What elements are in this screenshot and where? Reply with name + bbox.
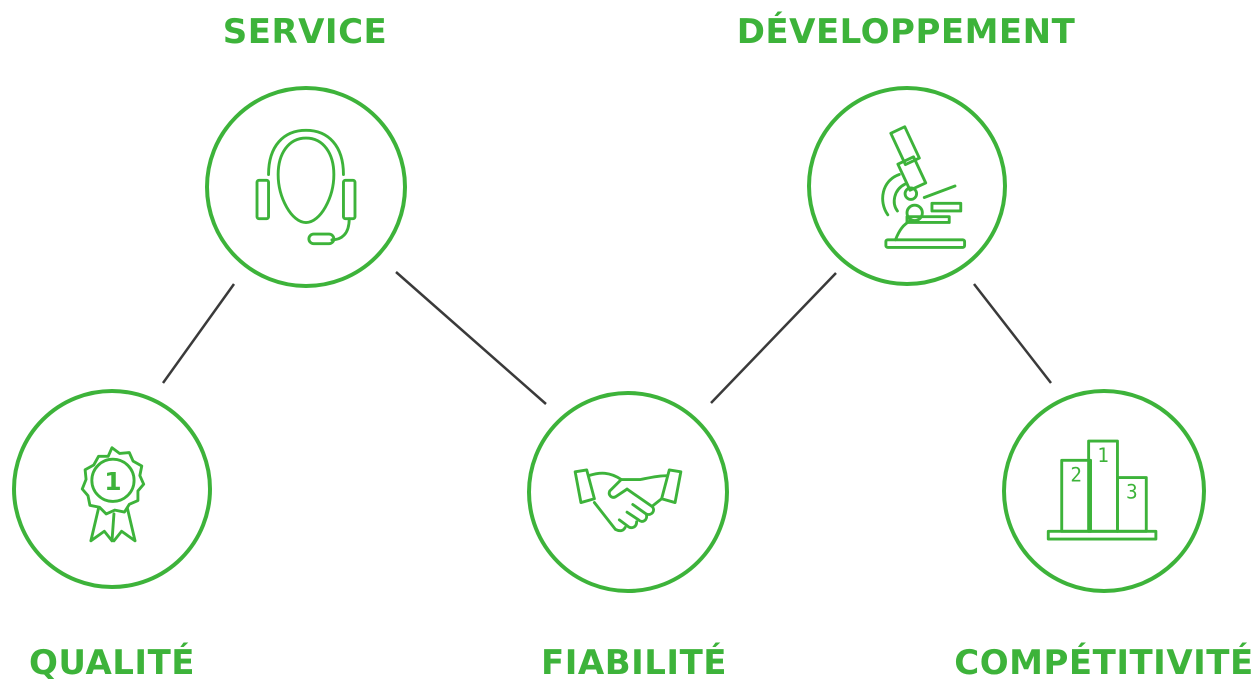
- label-service: SERVICE: [222, 12, 388, 52]
- node-competitivite: 1 2 3: [1002, 389, 1206, 593]
- node-fiabilite: [527, 391, 729, 593]
- medal-ribbon-icon: 1: [80, 446, 146, 543]
- connector-qualite-service: [161, 283, 236, 384]
- connector-developpement-competitivite: [973, 283, 1052, 384]
- podium-third: 3: [1126, 481, 1138, 504]
- podium-second: 2: [1070, 463, 1082, 486]
- podium-first: 1: [1097, 444, 1109, 467]
- label-developpement: DÉVELOPPEMENT: [736, 12, 1076, 52]
- node-developpement: [807, 86, 1007, 286]
- label-qualite: QUALITÉ: [28, 643, 196, 683]
- handshake-icon: [573, 468, 683, 533]
- podium-icon: 1 2 3: [1046, 439, 1158, 541]
- microscope-icon: [881, 125, 967, 249]
- node-service: [205, 86, 407, 288]
- connector-service-fiabilite: [395, 271, 547, 405]
- node-qualite: 1: [12, 389, 212, 589]
- label-fiabilite: FIABILITÉ: [541, 643, 727, 683]
- connector-fiabilite-developpement: [710, 272, 837, 404]
- headset-icon: [255, 128, 357, 246]
- medal-number: 1: [104, 467, 121, 496]
- label-competitivite: COMPÉTITIVITÉ: [954, 643, 1251, 683]
